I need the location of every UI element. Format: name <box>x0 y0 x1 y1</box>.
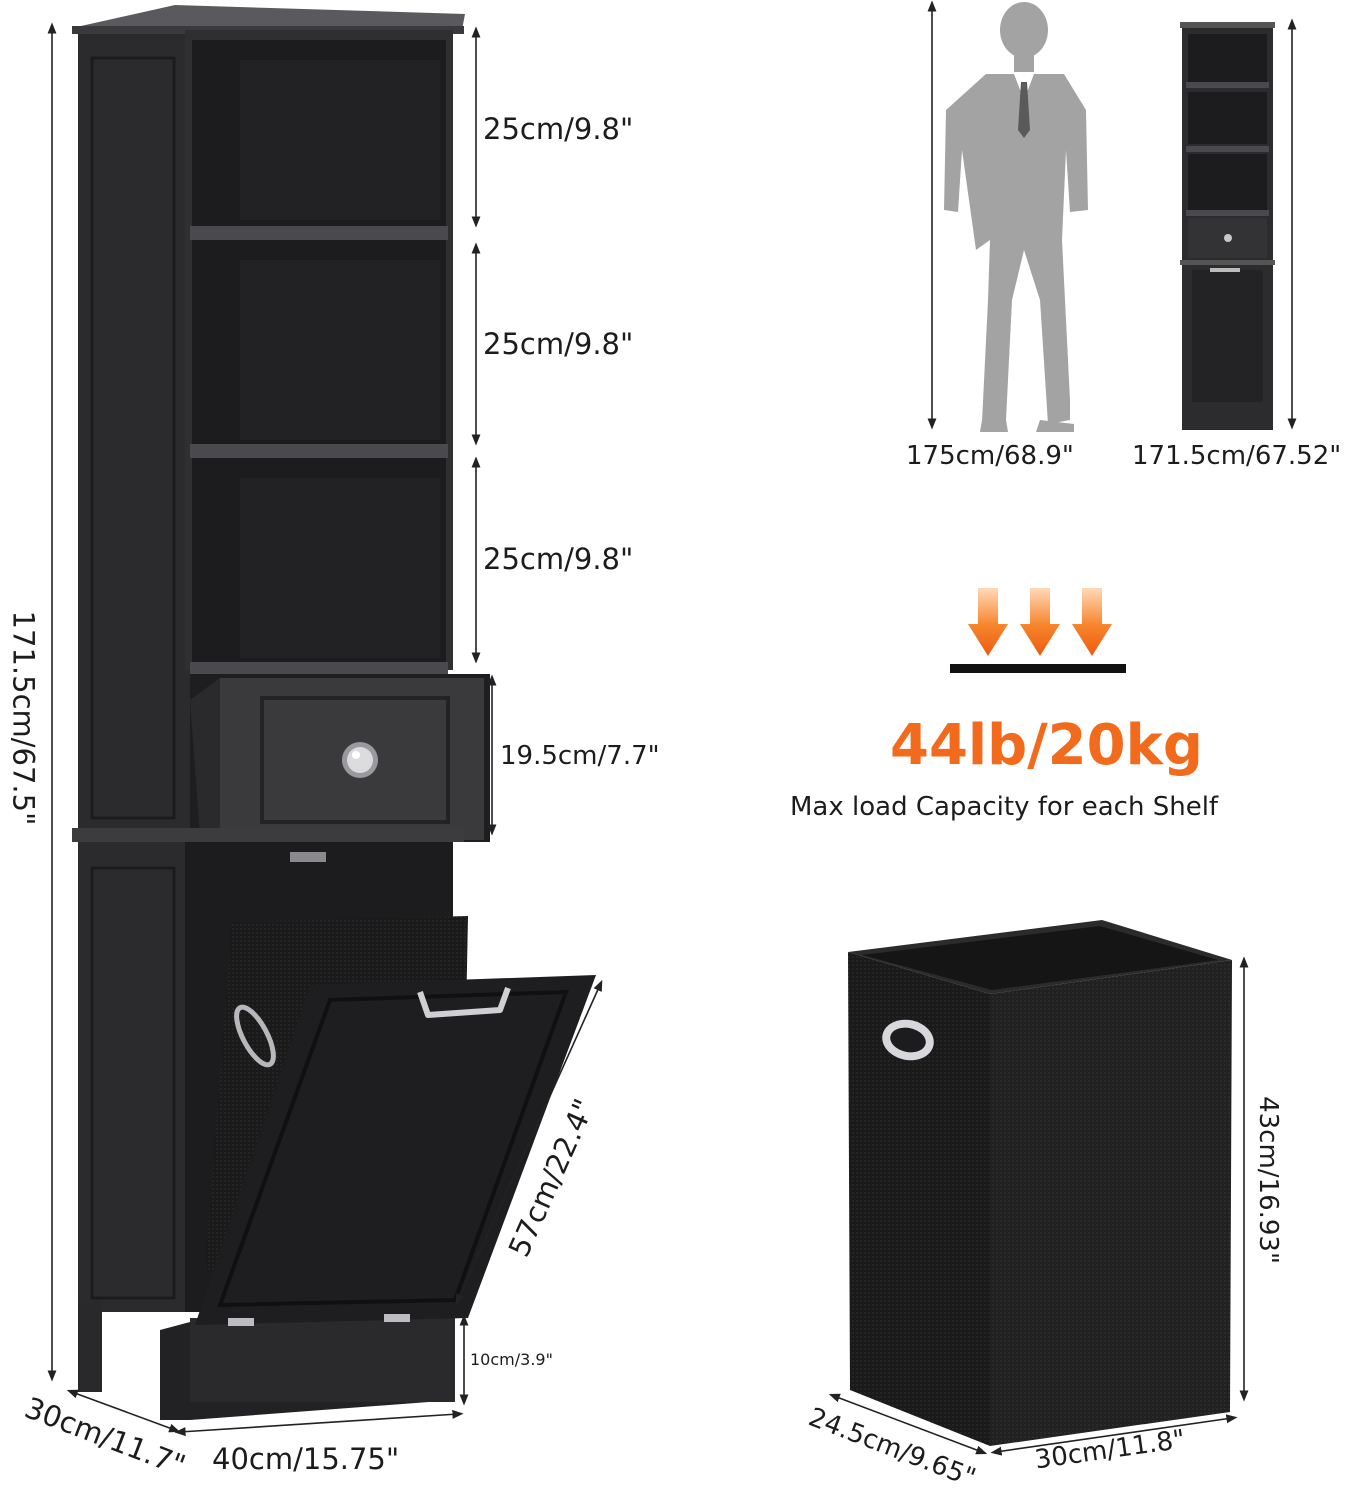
label-total-height: 171.5cm/67.5" <box>6 610 41 826</box>
comparison-lines <box>927 0 1297 430</box>
label-drawer-height: 19.5cm/7.7" <box>500 741 660 771</box>
label-person-height: 175cm/68.9" <box>906 441 1074 471</box>
basket-handle-left-icon <box>234 1004 276 1068</box>
basket-handle-icon <box>882 1019 934 1061</box>
knob-icon <box>342 742 378 778</box>
load-caption: Max load Capacity for each Shelf <box>790 792 1219 822</box>
label-shelf-middle: 25cm/9.8" <box>483 327 634 361</box>
cabinet <box>72 5 596 1420</box>
label-base-height: 10cm/3.9" <box>470 1350 553 1369</box>
basket-lines <box>828 956 1249 1456</box>
label-cabinet-height: 171.5cm/67.52" <box>1132 441 1342 471</box>
shelf-bar <box>950 664 1126 673</box>
basket <box>848 920 1232 1446</box>
dimension-lines <box>47 22 603 1437</box>
load-value: 44lb/20kg <box>890 713 1203 778</box>
tie-icon <box>1018 82 1030 138</box>
down-arrow-icon <box>968 588 1112 656</box>
person-silhouette <box>944 2 1088 432</box>
label-shelf-top: 25cm/9.8" <box>483 112 634 146</box>
label-width: 40cm/15.75" <box>212 1442 400 1476</box>
label-basket-height: 43cm/16.93" <box>1253 1096 1283 1264</box>
label-shelf-bottom: 25cm/9.8" <box>483 542 634 576</box>
mini-cabinet <box>1180 22 1275 430</box>
